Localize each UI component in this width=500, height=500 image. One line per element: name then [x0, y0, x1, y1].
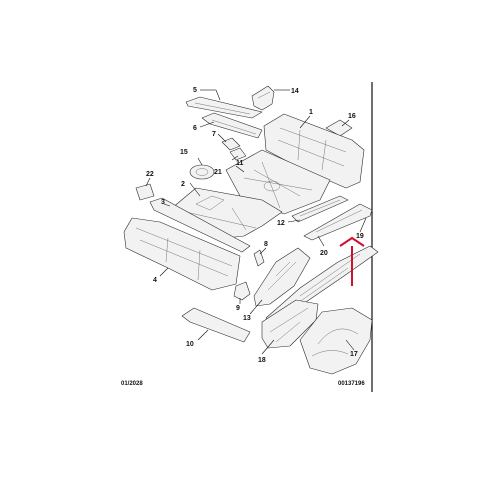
part-6[interactable] — [201, 112, 263, 139]
callout-12[interactable]: 12 — [277, 220, 285, 227]
part-10[interactable] — [181, 307, 251, 343]
part-3[interactable] — [149, 197, 251, 253]
part-17[interactable] — [299, 307, 373, 375]
part-1[interactable] — [263, 113, 365, 189]
callout-19[interactable]: 19 — [356, 233, 364, 240]
part-8[interactable] — [253, 249, 265, 267]
part-15[interactable] — [189, 164, 215, 180]
part-9[interactable] — [233, 281, 251, 301]
callout-11[interactable]: 11 — [236, 160, 244, 167]
callout-4[interactable]: 4 — [153, 277, 157, 284]
footer-date: 01/2028 — [121, 381, 143, 387]
part-4[interactable] — [123, 217, 241, 291]
callout-6[interactable]: 6 — [193, 125, 197, 132]
part-7[interactable] — [221, 137, 241, 151]
part-18[interactable] — [261, 299, 319, 349]
callout-3[interactable]: 3 — [161, 199, 165, 206]
callout-17[interactable]: 17 — [350, 351, 358, 358]
highlight-arrow — [339, 236, 365, 286]
part-5[interactable] — [185, 96, 263, 119]
leader-lines — [145, 89, 367, 355]
part-13[interactable] — [253, 247, 311, 307]
part-11[interactable] — [229, 147, 247, 161]
footer-reference: 00137196 — [338, 381, 365, 387]
callout-7[interactable]: 7 — [212, 131, 216, 138]
callout-labels: 5 14 6 7 11 15 21 1 16 2 22 3 4 8 12 20 … — [146, 87, 364, 364]
callout-10[interactable]: 10 — [186, 341, 194, 348]
callout-16[interactable]: 16 — [348, 113, 356, 120]
callout-9[interactable]: 9 — [236, 305, 240, 312]
part-12[interactable] — [291, 195, 349, 223]
part-22[interactable] — [135, 183, 155, 201]
callout-22[interactable]: 22 — [146, 171, 154, 178]
callout-20[interactable]: 20 — [320, 250, 328, 257]
part-14[interactable] — [251, 85, 275, 111]
callout-18[interactable]: 18 — [258, 357, 266, 364]
callout-21[interactable]: 21 — [214, 169, 222, 176]
callout-1[interactable]: 1 — [309, 109, 313, 116]
callout-2[interactable]: 2 — [181, 181, 185, 188]
part-20[interactable] — [303, 203, 373, 241]
callout-8[interactable]: 8 — [264, 241, 268, 248]
callout-13[interactable]: 13 — [243, 315, 251, 322]
callout-15[interactable]: 15 — [180, 149, 188, 156]
callout-5[interactable]: 5 — [193, 87, 197, 94]
callout-14[interactable]: 14 — [291, 88, 299, 95]
